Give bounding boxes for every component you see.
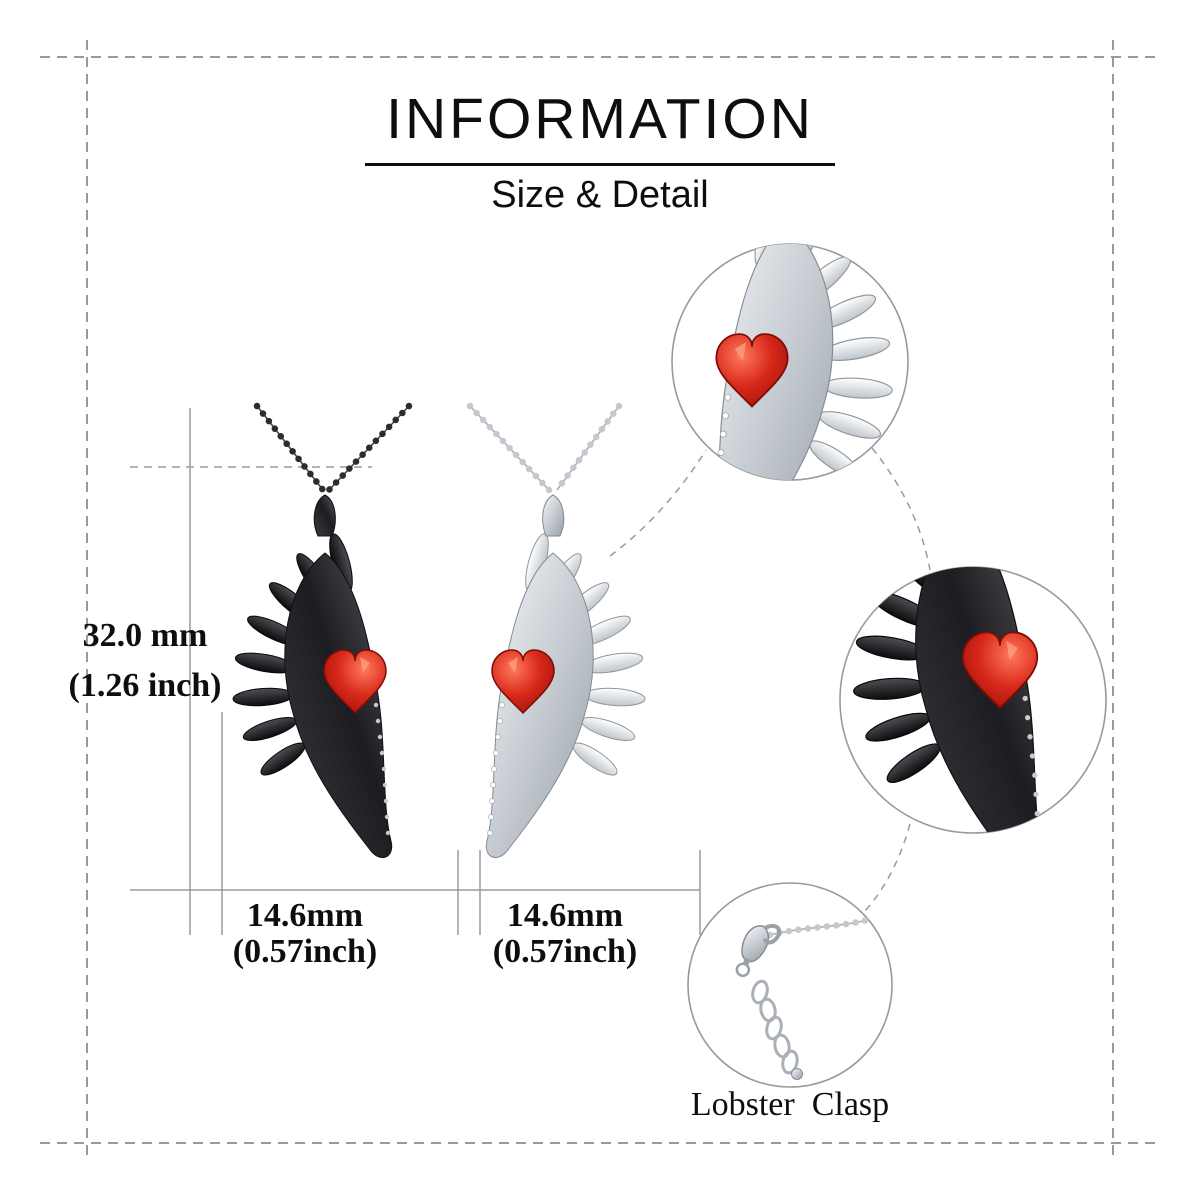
width-right-dimension-mm: 14.6mm [506, 897, 624, 934]
page-title: INFORMATION [386, 87, 814, 151]
connector-lines [609, 447, 931, 913]
width-left-dimension-mm: 14.6mm [246, 897, 364, 934]
silver-pendant-image [485, 494, 647, 859]
detail-circle-silver [671, 243, 909, 481]
black-pendant-image [231, 494, 393, 859]
height-dimension-mm: 32.0 mm [82, 617, 208, 654]
width-left-dimension-inch: (0.57inch) [232, 933, 378, 970]
detail-circle-clasp [687, 882, 893, 1088]
page-subtitle: Size & Detail [491, 174, 709, 216]
detail-circle-black [839, 566, 1107, 834]
width-right-dimension-inch: (0.57inch) [492, 933, 638, 970]
title-underline [365, 163, 835, 166]
height-dimension-inch: (1.26 inch) [68, 667, 222, 704]
lobster-clasp-image [735, 914, 878, 1080]
lobster-clasp-label: Lobster Clasp [690, 1086, 890, 1123]
silver-pendant-chain [466, 402, 623, 494]
measurement-lines [130, 408, 701, 935]
black-pendant-chain [253, 402, 413, 494]
lobster-clasp-body [735, 923, 782, 978]
extension-chain [751, 979, 799, 1075]
